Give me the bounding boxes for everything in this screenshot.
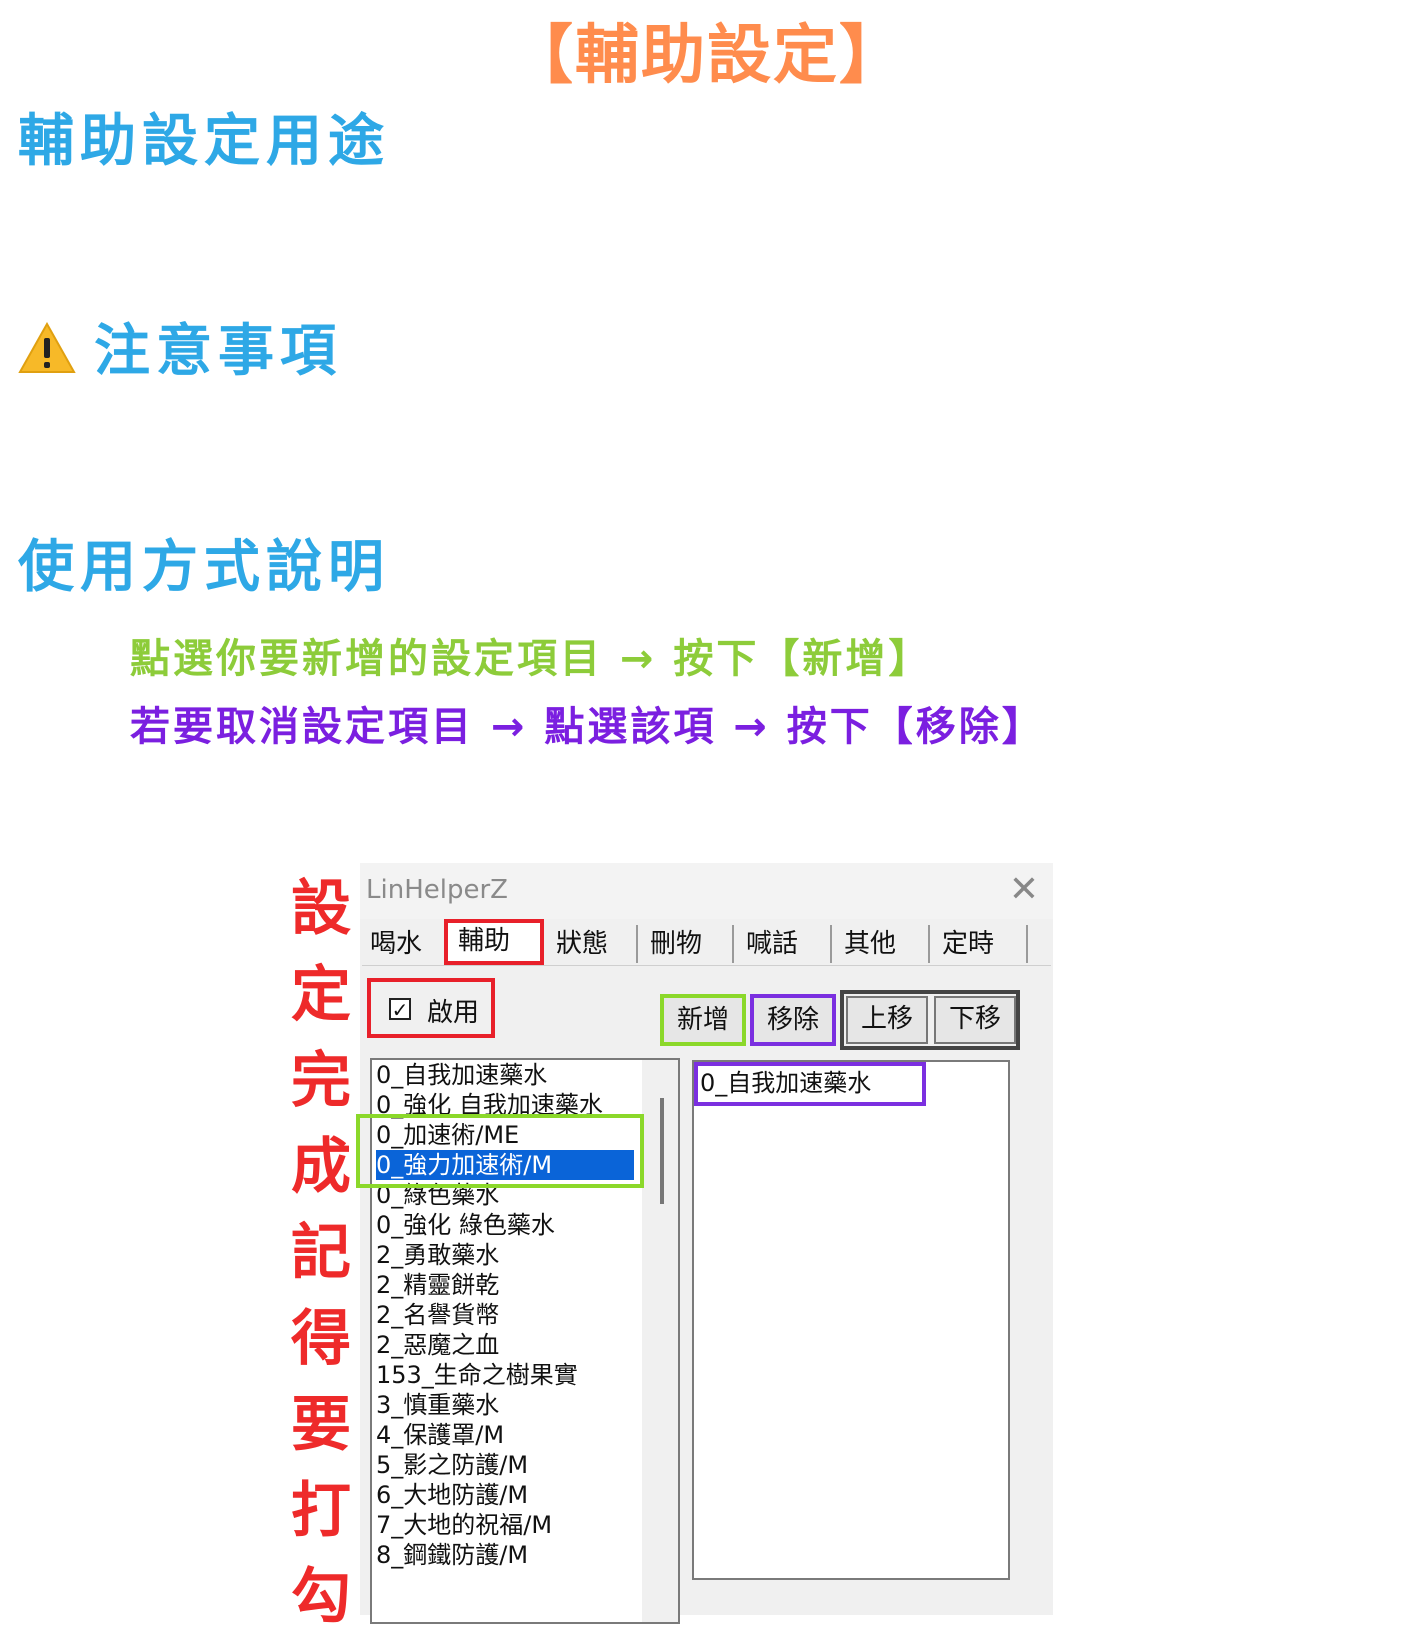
list-item[interactable]: 0_加速術/ME: [376, 1121, 520, 1149]
instruction-remove: 若要取消設定項目 → 點選該項 → 按下【移除】: [130, 704, 1045, 750]
list-item[interactable]: 7_大地的祝福/M: [376, 1511, 553, 1539]
tab-strip: 喝水 輔助 狀態 刪物 喊話 其他 定時: [360, 919, 1053, 965]
assist-panel: ✓ 啟用 新增 移除 上移 下移 0_自我加速藥水 0_強化 自我加速藥水 0_…: [356, 965, 1051, 1624]
selected-list-item[interactable]: 0_自我加速藥水: [694, 1062, 926, 1106]
list-item[interactable]: 8_鋼鐵防護/M: [376, 1541, 529, 1569]
side-note-char: 成: [291, 1132, 351, 1202]
add-button[interactable]: 新增: [660, 994, 746, 1046]
tab-other[interactable]: 其他: [834, 925, 930, 963]
side-note-char: 勾: [291, 1562, 351, 1632]
title-bar: LinHelperZ ✕: [360, 863, 1053, 919]
page-title: 【輔助設定】: [509, 19, 905, 93]
side-note: 設 定 完 成 記 得 要 打 勾: [286, 866, 356, 1640]
enable-checkbox[interactable]: ✓: [389, 998, 411, 1020]
side-note-char: 要: [291, 1390, 351, 1460]
tab-drink[interactable]: 喝水: [370, 929, 423, 959]
list-item[interactable]: 2_勇敢藥水: [376, 1241, 500, 1269]
tab-timer[interactable]: 定時: [932, 925, 1028, 963]
highlight-outline: [356, 1114, 644, 1188]
enable-highlight: ✓ 啟用: [367, 978, 495, 1038]
list-item[interactable]: 3_慎重藥水: [376, 1391, 500, 1419]
section-heading-usage: 使用方式說明: [18, 535, 390, 600]
enable-label: 啟用: [427, 998, 480, 1028]
tab-shout[interactable]: 喊話: [736, 925, 832, 963]
section-heading-notes: 注意事項: [94, 319, 342, 384]
list-item[interactable]: 0_強化 綠色藥水: [376, 1211, 555, 1239]
instruction-add: 點選你要新增的設定項目 → 按下【新增】: [130, 636, 932, 682]
side-note-char: 記: [291, 1218, 351, 1288]
list-item[interactable]: 2_名譽貨幣: [376, 1301, 500, 1329]
close-icon[interactable]: ✕: [1008, 869, 1039, 910]
side-note-char: 設: [291, 874, 351, 944]
tab-status[interactable]: 狀態: [546, 925, 638, 963]
list-item[interactable]: 5_影之防護/M: [376, 1451, 529, 1479]
warning-icon: [18, 322, 76, 373]
list-item[interactable]: 2_惡魔之血: [376, 1331, 500, 1359]
scrollbar-track[interactable]: [642, 1060, 678, 1622]
section-heading-purpose: 輔助設定用途: [18, 109, 390, 174]
window-title: LinHelperZ: [366, 875, 508, 905]
move-button-group: 上移 下移: [840, 990, 1020, 1050]
tab-assist[interactable]: 輔助: [444, 919, 544, 965]
app-window: LinHelperZ ✕ 喝水 輔助 狀態 刪物 喊話 其他 定時 ✓ 啟用 新…: [356, 863, 1053, 1624]
section-heading-notes-wrap: 注意事項: [18, 306, 342, 387]
list-item[interactable]: 153_生命之樹果實: [376, 1361, 578, 1389]
selected-items-list[interactable]: 0_自我加速藥水: [692, 1060, 1010, 1580]
side-note-char: 完: [291, 1046, 351, 1116]
list-item[interactable]: 4_保護罩/M: [376, 1421, 505, 1449]
tab-delete-items[interactable]: 刪物: [640, 925, 734, 963]
list-item-selected[interactable]: 0_強力加速術/M: [376, 1150, 634, 1180]
remove-button[interactable]: 移除: [750, 994, 836, 1046]
list-item[interactable]: 2_精靈餅乾: [376, 1271, 500, 1299]
scrollbar-thumb[interactable]: [660, 1098, 664, 1204]
side-note-char: 定: [291, 960, 351, 1030]
side-note-char: 打: [291, 1476, 351, 1546]
move-up-button[interactable]: 上移: [846, 996, 928, 1044]
list-item[interactable]: 6_大地防護/M: [376, 1481, 529, 1509]
side-note-char: 得: [291, 1304, 351, 1374]
list-item[interactable]: 0_自我加速藥水: [376, 1061, 548, 1089]
move-down-button[interactable]: 下移: [934, 996, 1016, 1044]
